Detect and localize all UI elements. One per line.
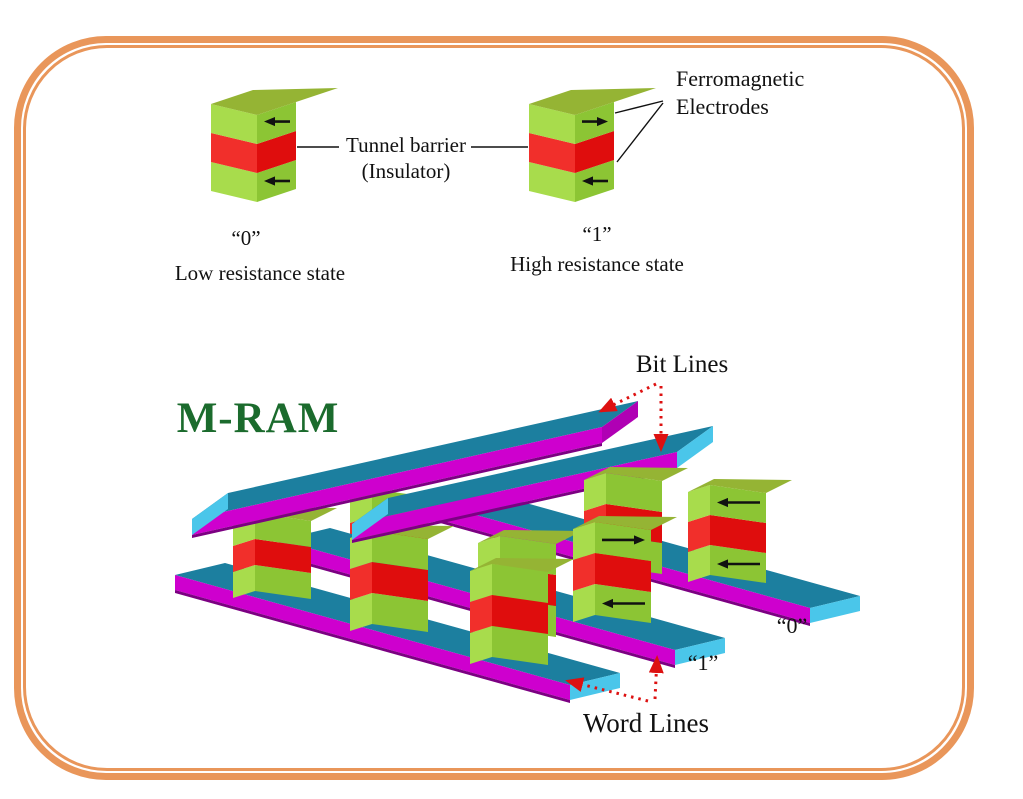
cell0-label: “0” bbox=[776, 613, 808, 638]
state1-description: High resistance state bbox=[510, 252, 684, 276]
mtj-state0-cell bbox=[211, 88, 338, 202]
cell1-label: “1” bbox=[687, 650, 719, 675]
state1-label: “1” bbox=[582, 222, 612, 246]
ferromagnetic-electrodes-label-line2: Electrodes bbox=[676, 94, 769, 119]
bit-lines-label: Bit Lines bbox=[635, 351, 729, 378]
mtj-pillar bbox=[470, 558, 574, 665]
tunnel-barrier-label-line2: (Insulator) bbox=[361, 159, 451, 183]
slide-border-inner bbox=[23, 45, 965, 771]
tunnel-barrier-label-line1: Tunnel barrier bbox=[346, 133, 466, 157]
state0-description: Low resistance state bbox=[174, 261, 346, 285]
mtj-state1-cell bbox=[529, 88, 656, 202]
legend-connector-lines bbox=[297, 100, 664, 163]
word-lines-pointer-arrows bbox=[565, 655, 664, 703]
word-lines-label: Word Lines bbox=[582, 708, 710, 738]
mram-title: M-RAM bbox=[176, 395, 340, 442]
bit-lines-pointer-arrows bbox=[598, 382, 669, 452]
bit-line-1 bbox=[192, 401, 638, 538]
mtj-cell1-pillar bbox=[573, 516, 677, 623]
ferromagnetic-electrodes-label-line1: Ferromagnetic bbox=[676, 66, 805, 91]
mtj-cell0-pillar bbox=[688, 479, 792, 583]
slide-border-outer bbox=[14, 36, 974, 780]
state0-label: “0” bbox=[231, 226, 261, 250]
